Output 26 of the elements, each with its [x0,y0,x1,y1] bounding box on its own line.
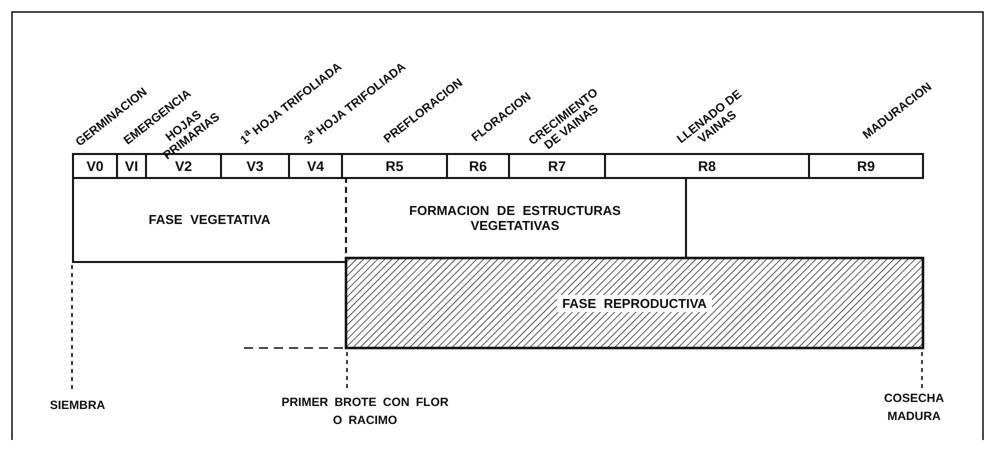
stage-code: VI [124,158,138,174]
stage-cell [446,153,510,179]
stage-cell [72,153,118,179]
event-label: PRIMER BROTE CON FLOR O RACIMO [280,394,450,429]
stage-code: R7 [548,158,566,174]
stage-cell [341,153,448,179]
stage-cell [508,153,606,179]
phase-label: FASE REPRODUCTIVA [557,294,712,312]
stage-code: R6 [469,158,487,174]
stage-cell [220,153,290,179]
stage-code: V2 [174,158,192,174]
stage-cell [604,153,810,179]
stage-code: V0 [86,158,104,174]
stage-cell [116,153,147,179]
stage-code: V4 [306,158,324,174]
stage-code: V3 [246,158,264,174]
stage-cell [288,153,343,179]
phase-label: FORMACION DE ESTRUCTURAS VEGETATIVAS [408,203,622,233]
stage-cell [808,153,924,179]
phase-box [72,177,347,263]
phase-label: FASE VEGETATIVA [148,212,270,226]
stage-code: R9 [857,158,875,174]
event-label: SIEMBRA [48,397,106,414]
stage-code: R5 [386,158,404,174]
stage-code: R8 [698,158,716,174]
event-label: COSECHA MADURA [882,390,945,425]
